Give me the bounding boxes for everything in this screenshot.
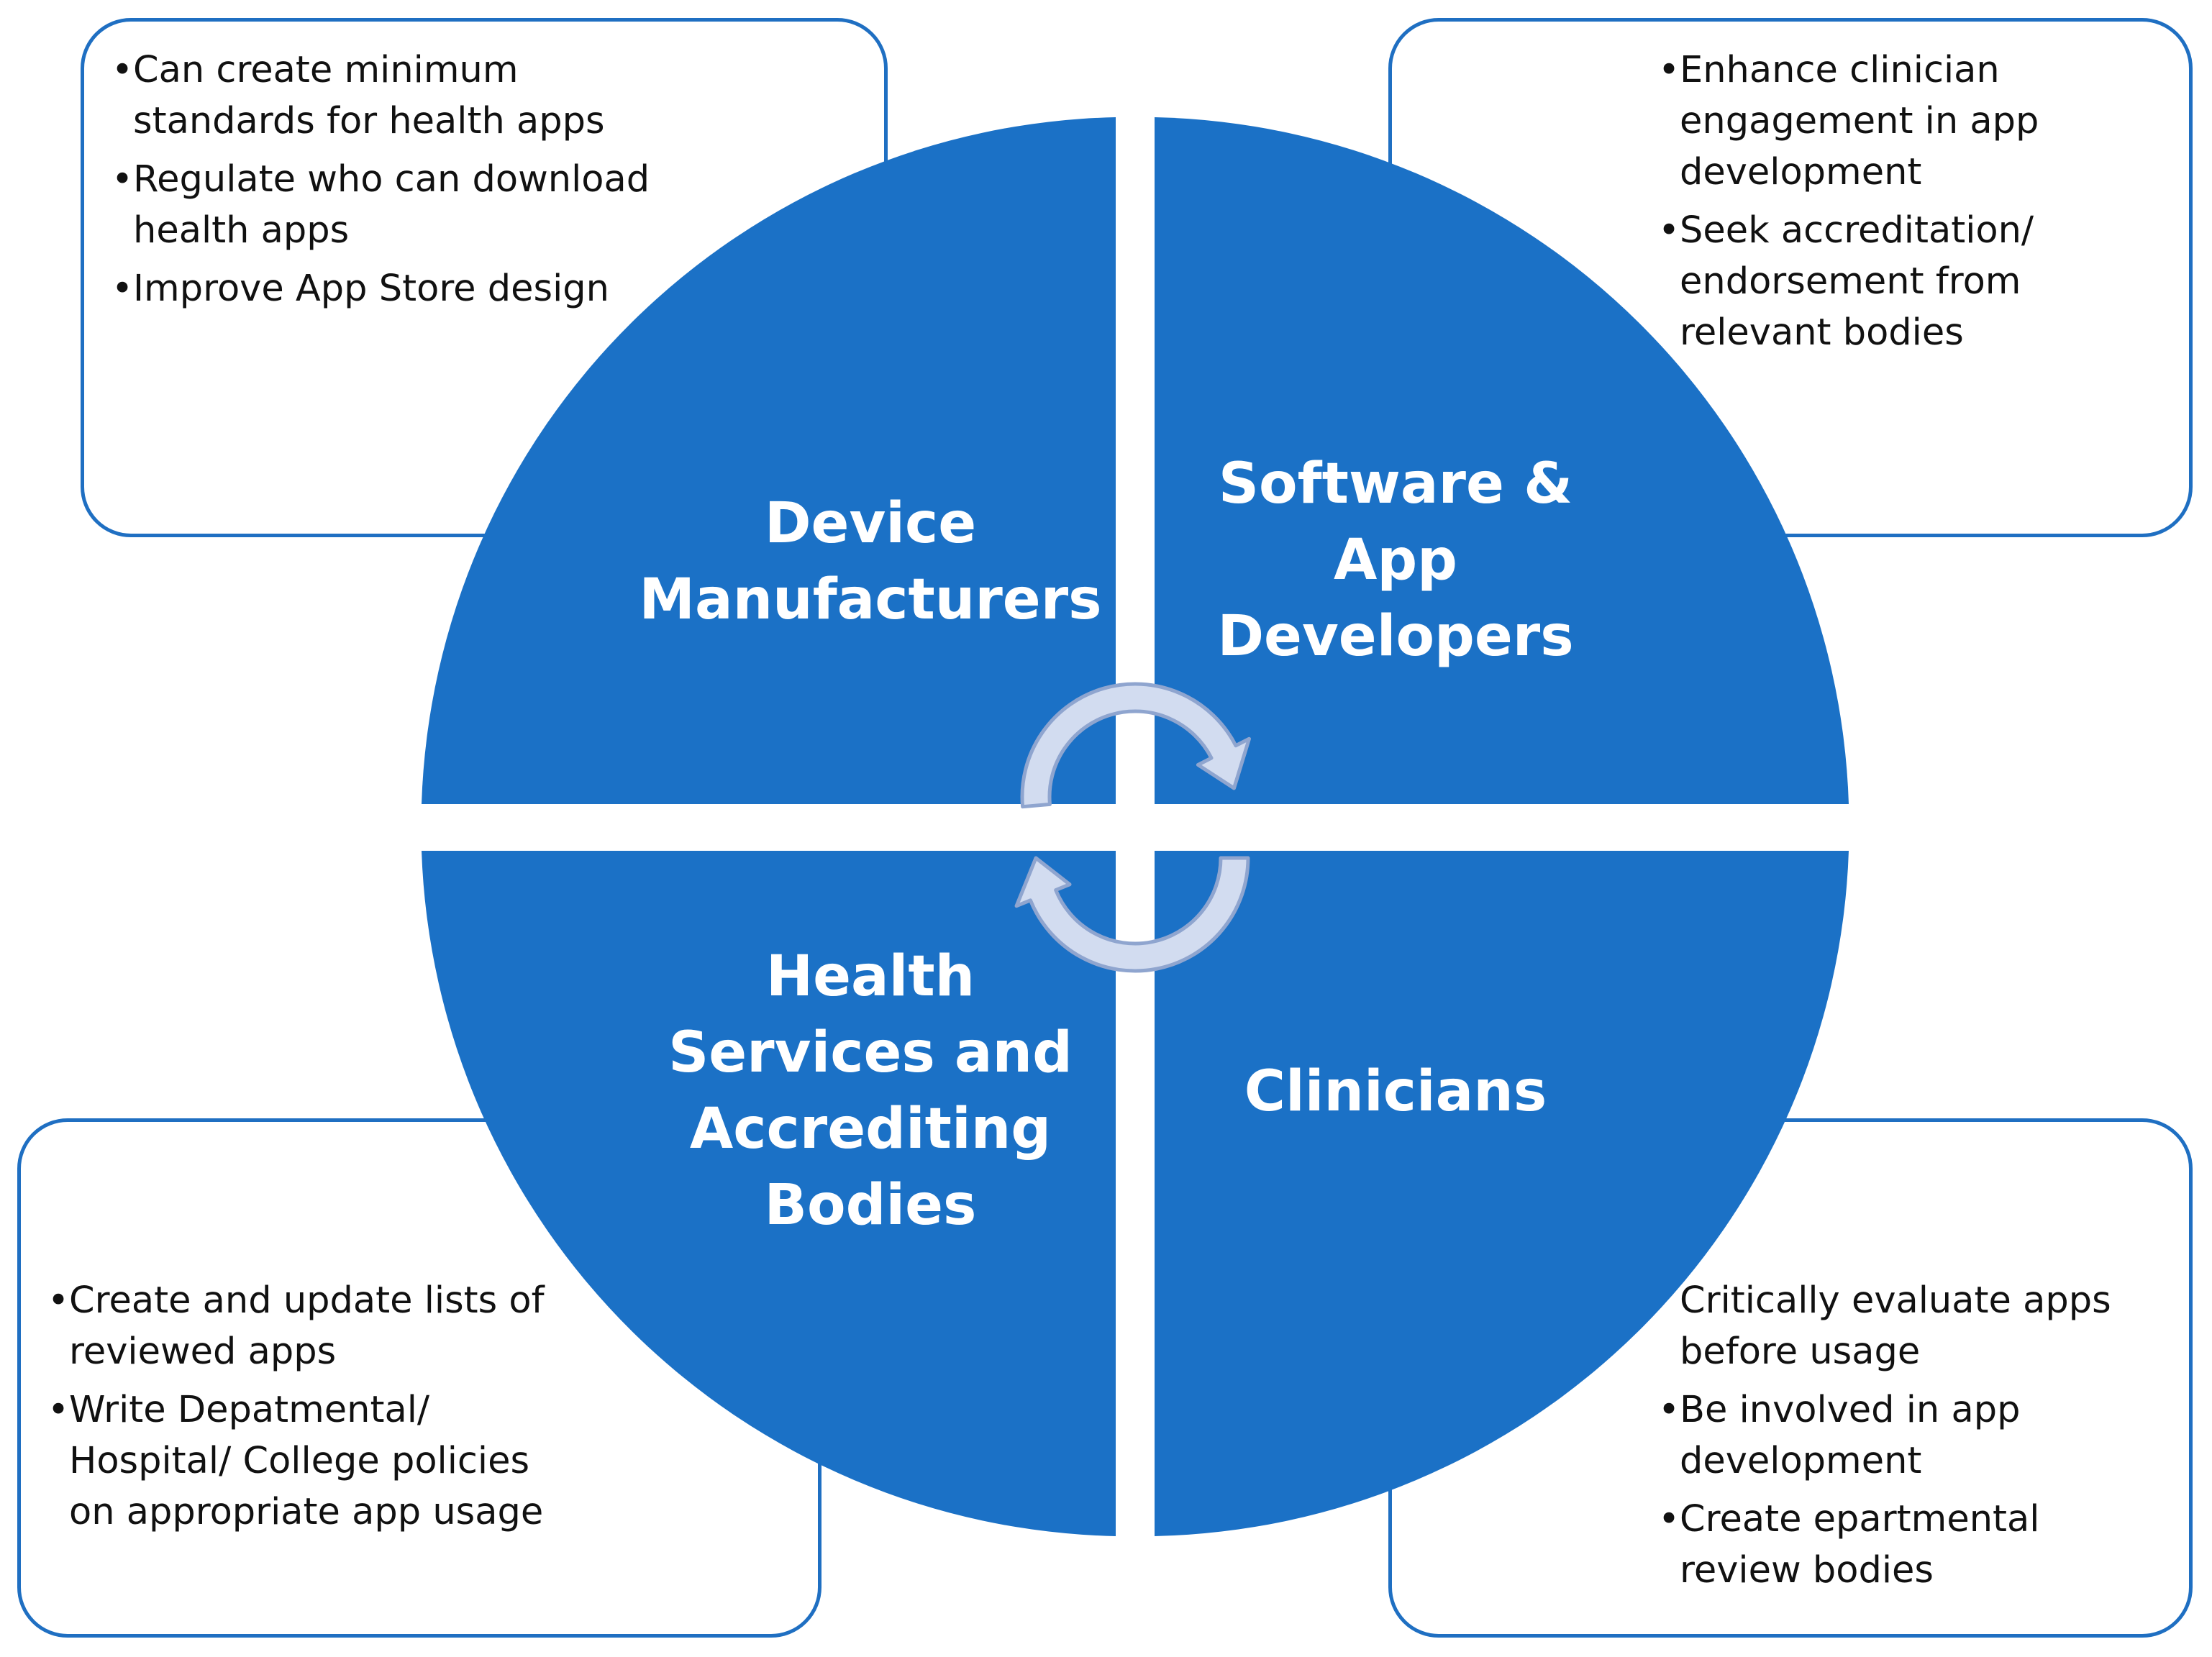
label-line: Services and — [668, 1021, 1073, 1085]
label-line: Accrediting — [689, 1097, 1052, 1161]
label-line: Health — [765, 944, 975, 1009]
curved-arrow-right-icon — [1020, 682, 1252, 809]
list-item-text: Create and update lists of reviewed apps — [69, 1279, 545, 1373]
quadrant-software-developers — [1155, 117, 1849, 804]
arrow-shape — [1014, 856, 1250, 973]
label-line: Manufacturers — [639, 567, 1102, 632]
label-line: Developers — [1217, 604, 1574, 669]
quadrant-label-health-services: Health Services and Accrediting Bodies — [626, 939, 1115, 1243]
quadrant-group — [422, 117, 1849, 1536]
list-item: •Create and update lists of reviewed app… — [47, 1275, 551, 1377]
list-item-text: Critically evaluate apps before usage — [1680, 1279, 2111, 1373]
list-item-text: Be involved in app development — [1680, 1389, 2021, 1482]
label-line: Clinicians — [1244, 1059, 1547, 1124]
list-item-text: Improve App Store design — [133, 268, 609, 310]
list-item-text: Enhance clinician engagement in app deve… — [1680, 49, 2039, 193]
quadrant-health-services — [422, 851, 1116, 1536]
quadrant-device-manufacturers — [422, 117, 1116, 804]
list-item: •Enhance clinician engagement in app dev… — [1658, 45, 2133, 198]
list-item-text: Create epartmental review bodies — [1680, 1498, 2040, 1592]
bullet-icon: • — [1658, 1498, 1680, 1540]
list-item-text: Regulate who can download health apps — [133, 158, 650, 252]
list-item: •Improve App Store design — [111, 263, 673, 314]
bullet-icon: • — [111, 49, 134, 91]
list-item: •Can create minimum standards for health… — [111, 45, 673, 147]
label-line: Device — [764, 491, 977, 556]
arrow-shape — [1020, 682, 1252, 809]
quadrant-label-device-manufacturers: Device Manufacturers — [626, 485, 1115, 638]
quadrant-clinicians — [1155, 851, 1849, 1536]
bullet-icon: • — [111, 158, 134, 201]
list-item: •Seek accreditation/ endorsement from re… — [1658, 205, 2133, 358]
bullet-icon: • — [47, 1389, 70, 1431]
bullet-list-health-services: •Create and update lists of reviewed app… — [47, 1275, 551, 1545]
list-item: •Be involved in app development — [1658, 1384, 2154, 1487]
list-item-text: Can create minimum standards for health … — [133, 49, 605, 142]
list-item: •Regulate who can download health apps — [111, 154, 673, 256]
quadrant-label-clinicians: Clinicians — [1151, 1054, 1640, 1130]
bullet-list-device-manufacturers: •Can create minimum standards for health… — [111, 45, 673, 321]
label-line: App — [1333, 528, 1458, 593]
label-line: Bodies — [764, 1173, 977, 1238]
curved-arrow-left-icon — [1014, 856, 1250, 973]
list-item: •Create epartmental review bodies — [1658, 1494, 2154, 1596]
list-item: Critically evaluate apps before usage — [1658, 1275, 2154, 1377]
label-line: Software & — [1218, 452, 1573, 516]
quadrant-label-software-developers: Software & App Developers — [1151, 446, 1640, 675]
bullet-icon: • — [1658, 49, 1680, 91]
bullet-list-clinicians: Critically evaluate apps before usage •B… — [1658, 1275, 2154, 1603]
bullet-icon: • — [1658, 209, 1680, 252]
list-item-text: Write Depatmental/ Hospital/ College pol… — [69, 1389, 544, 1533]
list-item: •Write Depatmental/ Hospital/ College po… — [47, 1384, 551, 1538]
bullet-list-software-developers: •Enhance clinician engagement in app dev… — [1658, 45, 2133, 365]
list-item-text: Seek accreditation/ endorsement from rel… — [1680, 209, 2034, 354]
bullet-icon: • — [1658, 1389, 1680, 1431]
bullet-icon: • — [47, 1279, 70, 1322]
bullet-icon: • — [111, 268, 134, 310]
